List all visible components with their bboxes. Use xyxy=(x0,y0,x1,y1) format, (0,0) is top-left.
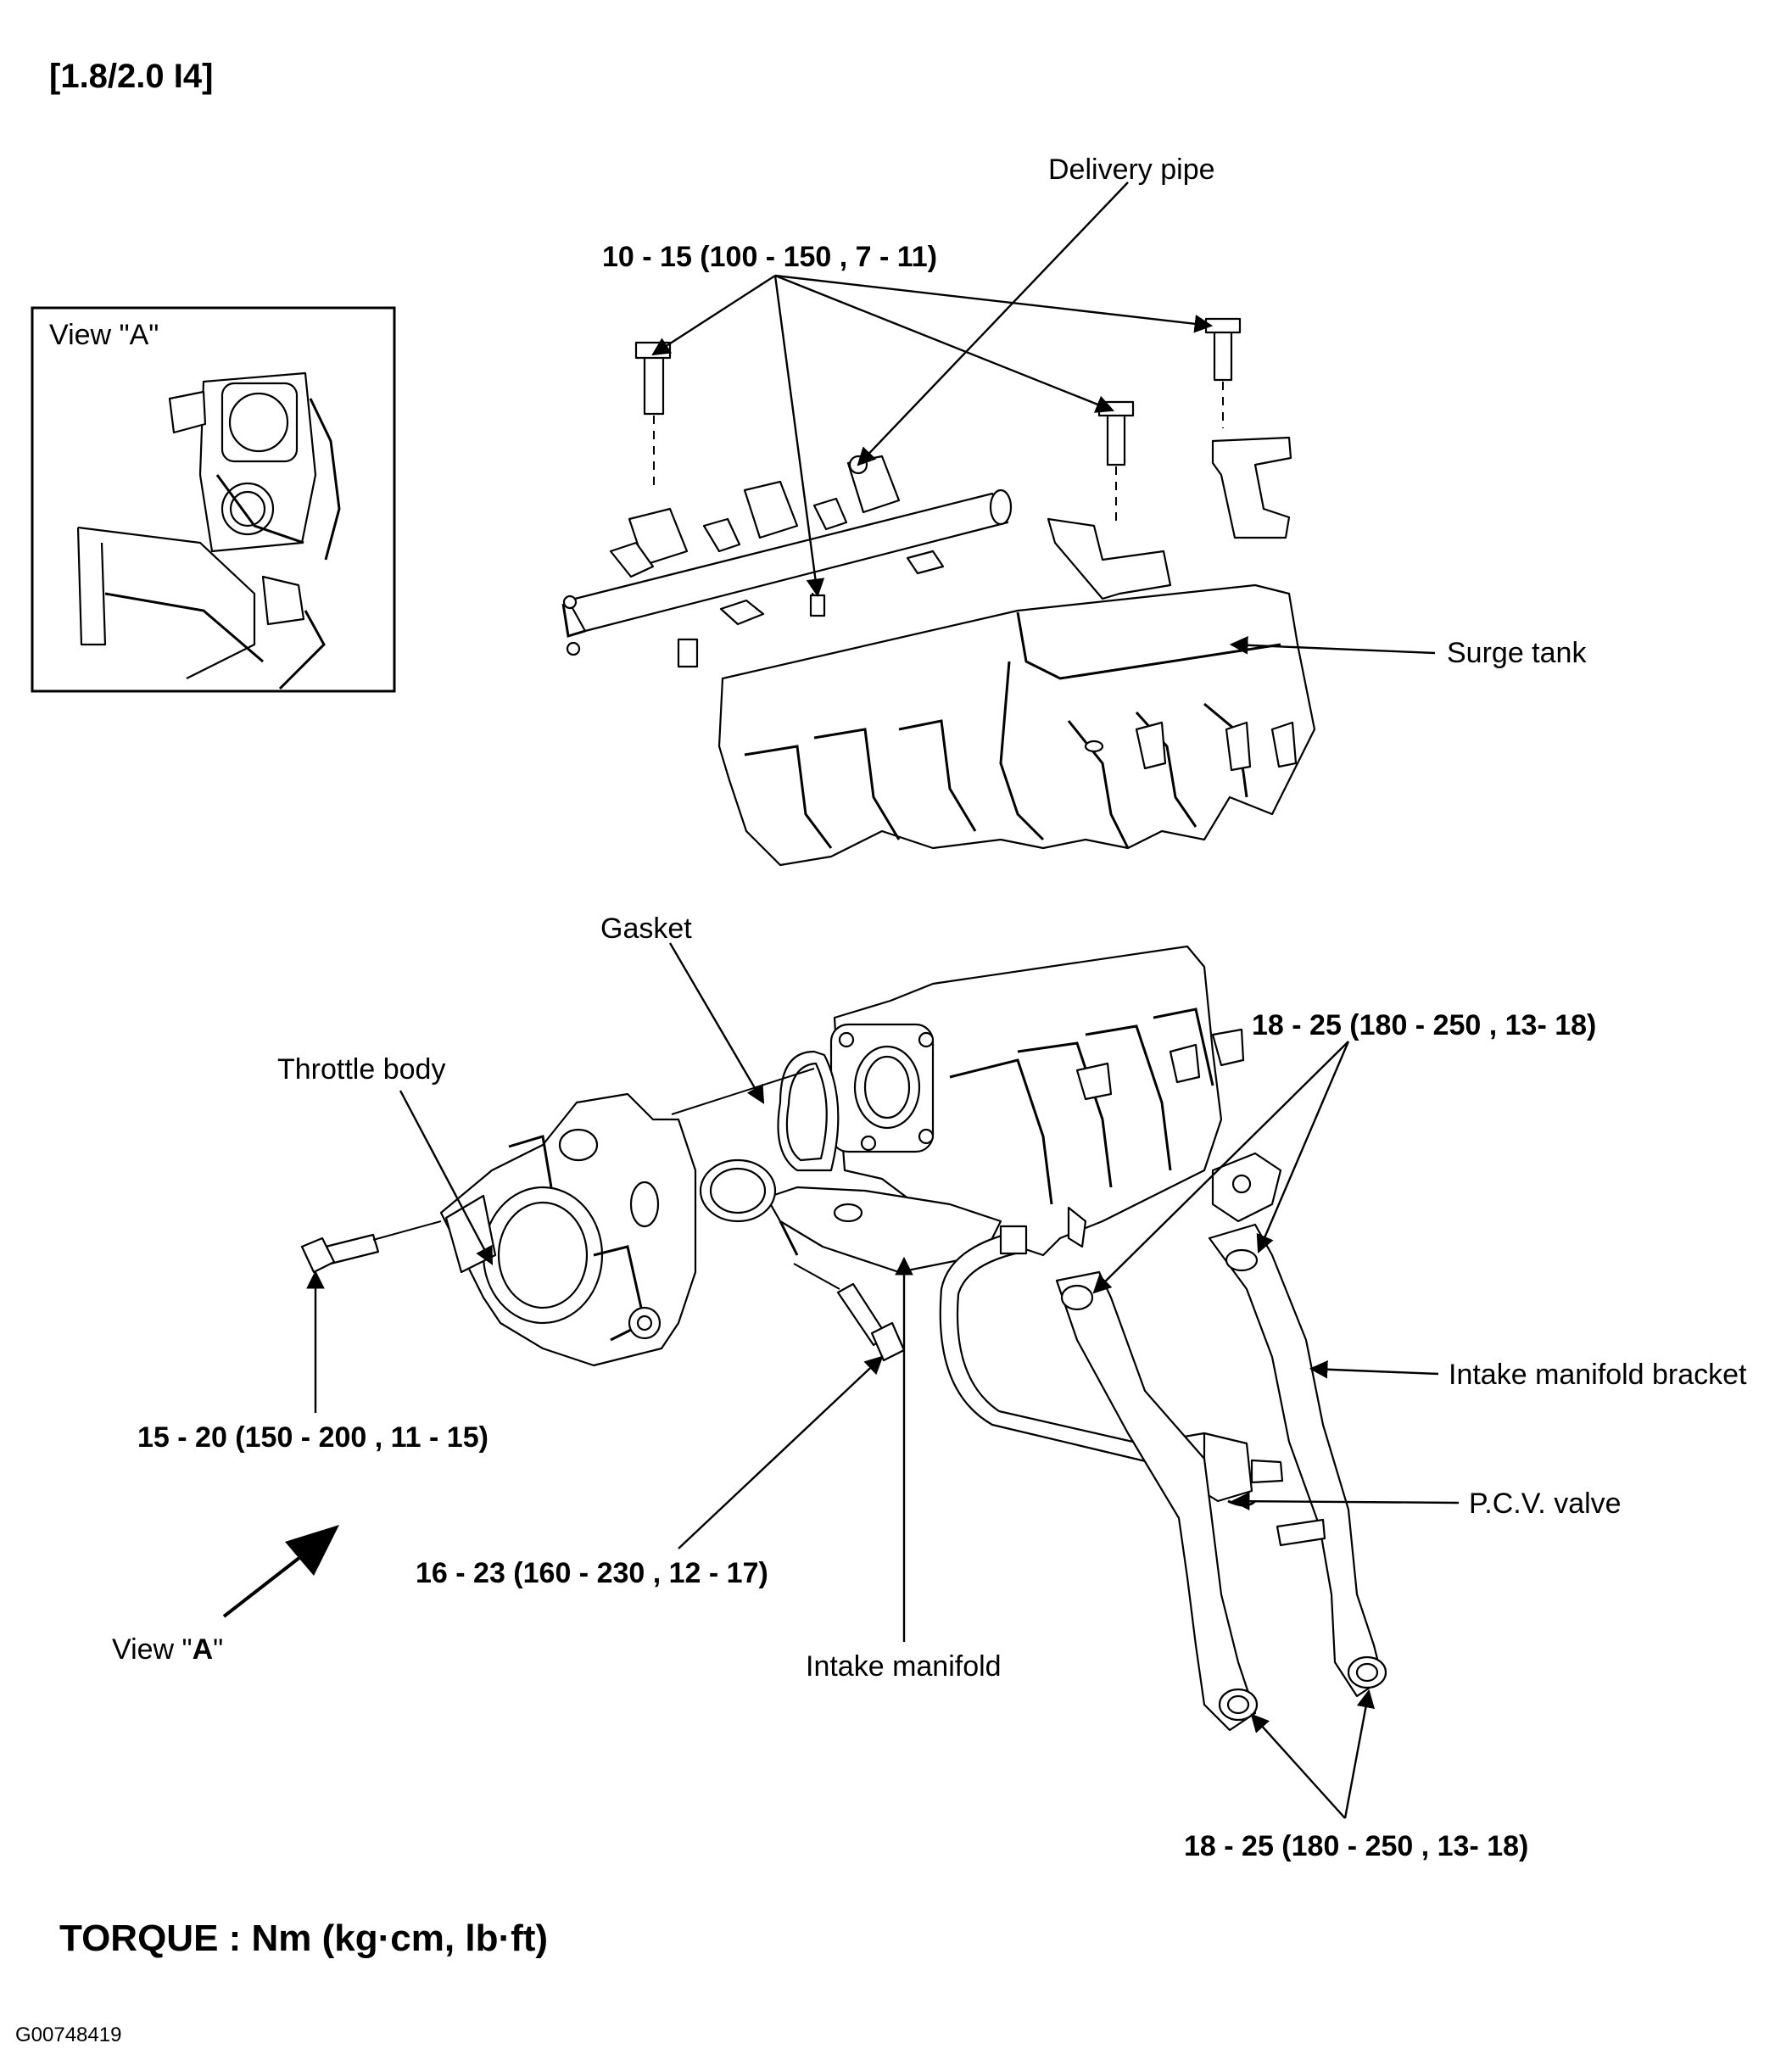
injector-2 xyxy=(743,480,799,539)
view-a-throttle-sketch xyxy=(76,371,341,690)
gasket-part xyxy=(699,1050,840,1223)
intake-manifold-bolt xyxy=(793,1263,906,1362)
delivery-pipe-bolt-2 xyxy=(1097,400,1135,526)
intake-manifold-bracket-label: Intake manifold bracket xyxy=(1449,1359,1747,1391)
delivery-pipe-bracket-right xyxy=(1211,436,1292,539)
surge-tank-label: Surge tank xyxy=(1447,637,1587,669)
view-a-suffix: " xyxy=(213,1633,224,1666)
view-a-prefix: View " xyxy=(112,1633,193,1666)
view-a-inset-frame xyxy=(31,306,396,693)
delivery-pipe-bracket-left xyxy=(1047,517,1172,600)
throttle-body-label: Throttle body xyxy=(277,1053,446,1086)
throttle-body-bolt-torque-label: 15 - 20 (150 - 200 , 11 - 15) xyxy=(137,1421,488,1454)
view-a-inset-title: View "A" xyxy=(49,319,159,351)
bracket-lower-torque-label: 18 - 25 (180 - 250 , 13- 18) xyxy=(1184,1830,1529,1862)
gasket-label: Gasket xyxy=(600,913,692,945)
engine-variant-heading: [1.8/2.0 I4] xyxy=(49,58,214,95)
intake-manifold-bolt-torque-label: 16 - 23 (160 - 230 , 12 - 17) xyxy=(416,1557,768,1589)
delivery-pipe-bolt-4 xyxy=(809,594,826,617)
delivery-pipe-bolt-1 xyxy=(634,341,672,492)
intake-manifold-bracket-part xyxy=(1055,1152,1387,1732)
delivery-pipe-bolt-3 xyxy=(1204,317,1242,428)
throttle-body-bolt xyxy=(300,1220,442,1274)
torque-units-legend: TORQUE : Nm (kg·cm, lb·ft) xyxy=(59,1917,549,1959)
view-a-inset xyxy=(31,306,396,693)
leader-lines xyxy=(306,181,1460,1819)
view-a-arrow xyxy=(222,1525,339,1618)
view-a-letter: A xyxy=(192,1633,214,1666)
bracket-upper-torque-label: 18 - 25 (180 - 250 , 13- 18) xyxy=(1252,1009,1597,1041)
pcv-valve-label: P.C.V. valve xyxy=(1469,1488,1622,1520)
figure-id: G00748419 xyxy=(15,2024,122,2046)
delivery-pipe-label: Delivery pipe xyxy=(1048,154,1215,186)
throttle-body-part xyxy=(439,1092,697,1367)
view-a-direction-label: View "A" xyxy=(112,1635,223,1664)
intake-manifold-part xyxy=(765,945,1245,1274)
intake-manifold-label: Intake manifold xyxy=(806,1650,1002,1683)
surge-tank-part xyxy=(717,583,1316,867)
delivery-pipe-bolt-torque-label: 10 - 15 (100 - 150 , 7 - 11) xyxy=(602,241,938,273)
delivery-pipe-part xyxy=(561,455,1013,668)
